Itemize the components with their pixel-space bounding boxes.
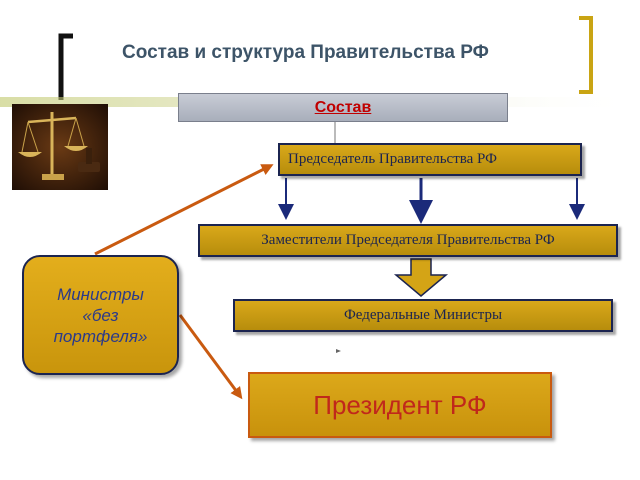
left-bracket-decoration	[58, 33, 73, 100]
scales-of-justice-icon	[12, 104, 108, 190]
composition-header-label: Состав	[314, 98, 372, 116]
right-bracket-decoration	[579, 16, 593, 94]
president-label: Президент РФ	[313, 389, 487, 420]
ministers-without-portfolio-label: Министры «без портфеля»	[53, 284, 148, 346]
deputies-label: Заместители Председателя Правительства Р…	[261, 232, 555, 248]
chairman-box: Председатель Правительства РФ	[278, 143, 582, 176]
ministers-without-portfolio-box: Министры «без портфеля»	[22, 255, 179, 375]
composition-header-box: Состав	[178, 93, 508, 122]
federal-ministers-box: Федеральные Министры	[233, 299, 613, 332]
slide-title: Состав и структура Правительства РФ	[122, 42, 489, 63]
federal-ministers-label: Федеральные Министры	[343, 307, 503, 323]
deputies-box: Заместители Председателя Правительства Р…	[198, 224, 618, 257]
chairman-label: Председатель Правительства РФ	[288, 151, 497, 167]
president-box: Президент РФ	[248, 372, 552, 438]
